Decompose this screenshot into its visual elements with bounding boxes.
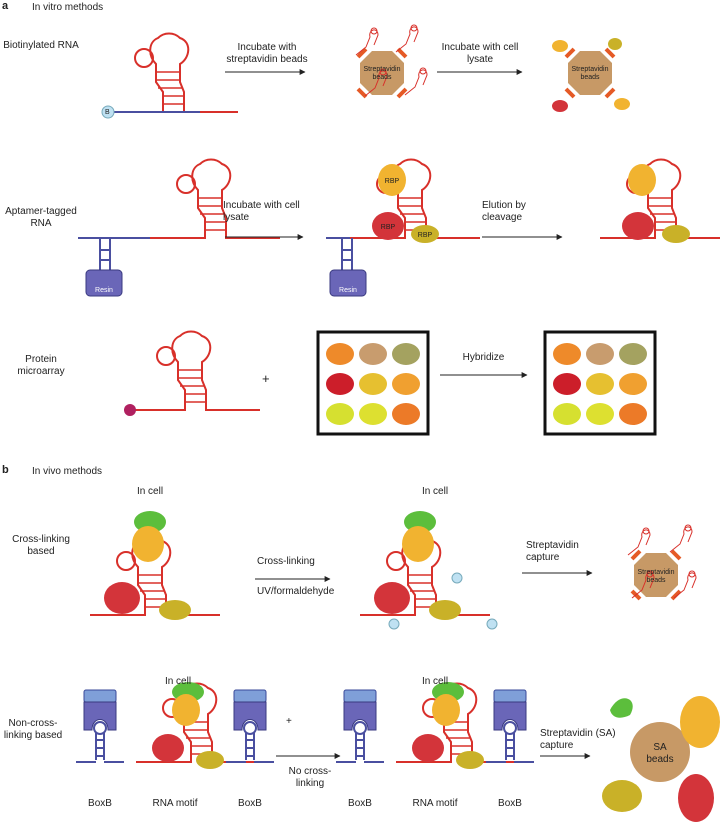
rbp-orange <box>378 164 406 196</box>
in-cell-b2-1: In cell <box>164 676 192 687</box>
rbp-olive <box>411 225 439 243</box>
arrow-b2-1-label: No cross-linking <box>288 766 332 789</box>
rbp-label-red: RBP <box>380 224 396 231</box>
arrow-b2-2-label: Streptavidin (SA) capture <box>540 728 616 751</box>
boxb-label-1: BoxB <box>88 798 112 809</box>
in-cell-b2-2: In cell <box>421 676 449 687</box>
rbp-label-orange: RBP <box>384 178 400 185</box>
bead-a1-2-label: Streptavidin beads <box>571 66 609 81</box>
microarray-spot <box>359 403 387 425</box>
in-cell-b1-1: In cell <box>136 486 164 497</box>
microarray-spot <box>553 343 581 365</box>
microarray-spot <box>359 343 387 365</box>
microarray-spot <box>359 373 387 395</box>
microarray-spot <box>553 373 581 395</box>
bead-a1-label: Streptavidin beads <box>363 66 401 81</box>
microarray-spot <box>619 403 647 425</box>
rna-motif-label-2: RNA motif <box>412 798 458 809</box>
arrow-b1-1-top: Cross-linking <box>257 556 315 567</box>
biotinylated-rna-hairpin <box>107 32 239 113</box>
microarray-spot <box>392 403 420 425</box>
resin-block-1 <box>85 269 123 297</box>
resin-block-2 <box>329 269 367 297</box>
plus-sign: + <box>262 371 270 386</box>
microarray-spot <box>326 403 354 425</box>
biotin-b-label: B <box>105 109 110 116</box>
arrow-a1-2-label: Incubate with cell lysate <box>441 42 519 65</box>
boxb-label-2: BoxB <box>238 798 262 809</box>
arrow-a1-1-label: Incubate with streptavidin beads <box>226 42 308 65</box>
arrow-b1-1-bottom: UV/formaldehyde <box>257 586 335 597</box>
row-a2-label: Aptamer-tagged RNA <box>5 206 77 229</box>
row-a1-label: Biotinylated RNA <box>3 40 79 51</box>
microarray-left-spots <box>326 343 420 425</box>
microarray-spot <box>392 343 420 365</box>
sa-bead <box>630 722 690 782</box>
panel-a-title: In vitro methods <box>32 2 104 13</box>
row-b1-label: Cross-linking based <box>12 534 70 557</box>
microarray-spot <box>586 373 614 395</box>
row-a3-label: Protein microarray <box>17 354 65 377</box>
aptamer-rna-hairpin <box>149 158 281 239</box>
row-b2-label: Non-cross-linking based <box>3 718 63 741</box>
plus-b-sign: + <box>286 716 292 727</box>
microarray-spot <box>326 373 354 395</box>
microarray-spot <box>586 403 614 425</box>
microarray-rna <box>129 330 261 411</box>
microarray-spot <box>619 373 647 395</box>
microarray-right-spots <box>553 343 647 425</box>
microarray-spot <box>619 343 647 365</box>
resin-label-2: Resin <box>339 287 357 294</box>
microarray-spot <box>326 343 354 365</box>
rna-motif-label-1: RNA motif <box>152 798 198 809</box>
arrow-a2-2-label: Elution by cleavage <box>482 200 526 223</box>
boxb-label-4: BoxB <box>498 798 522 809</box>
rbp-label-olive: RBP <box>417 232 433 239</box>
bead-b1-label: Streptavidin beads <box>637 569 675 584</box>
rbp-red <box>372 212 404 240</box>
arrow-a2-1-label: Incubate with cell lysate <box>223 200 300 223</box>
microarray-spot <box>553 403 581 425</box>
panel-b-title: In vivo methods <box>32 466 103 477</box>
microarray-spot <box>586 343 614 365</box>
arrow-a3-label: Hybridize <box>462 352 505 363</box>
arrow-b1-2-label: Streptavidin capture <box>526 540 579 563</box>
resin-label-1: Resin <box>95 287 113 294</box>
panel-a-letter: a <box>2 0 9 12</box>
sa-beads-label: SA beads <box>646 742 674 765</box>
panel-b-letter: b <box>2 464 9 476</box>
microarray-spot <box>392 373 420 395</box>
in-cell-b1-2: In cell <box>421 486 449 497</box>
boxb-label-3: BoxB <box>348 798 372 809</box>
